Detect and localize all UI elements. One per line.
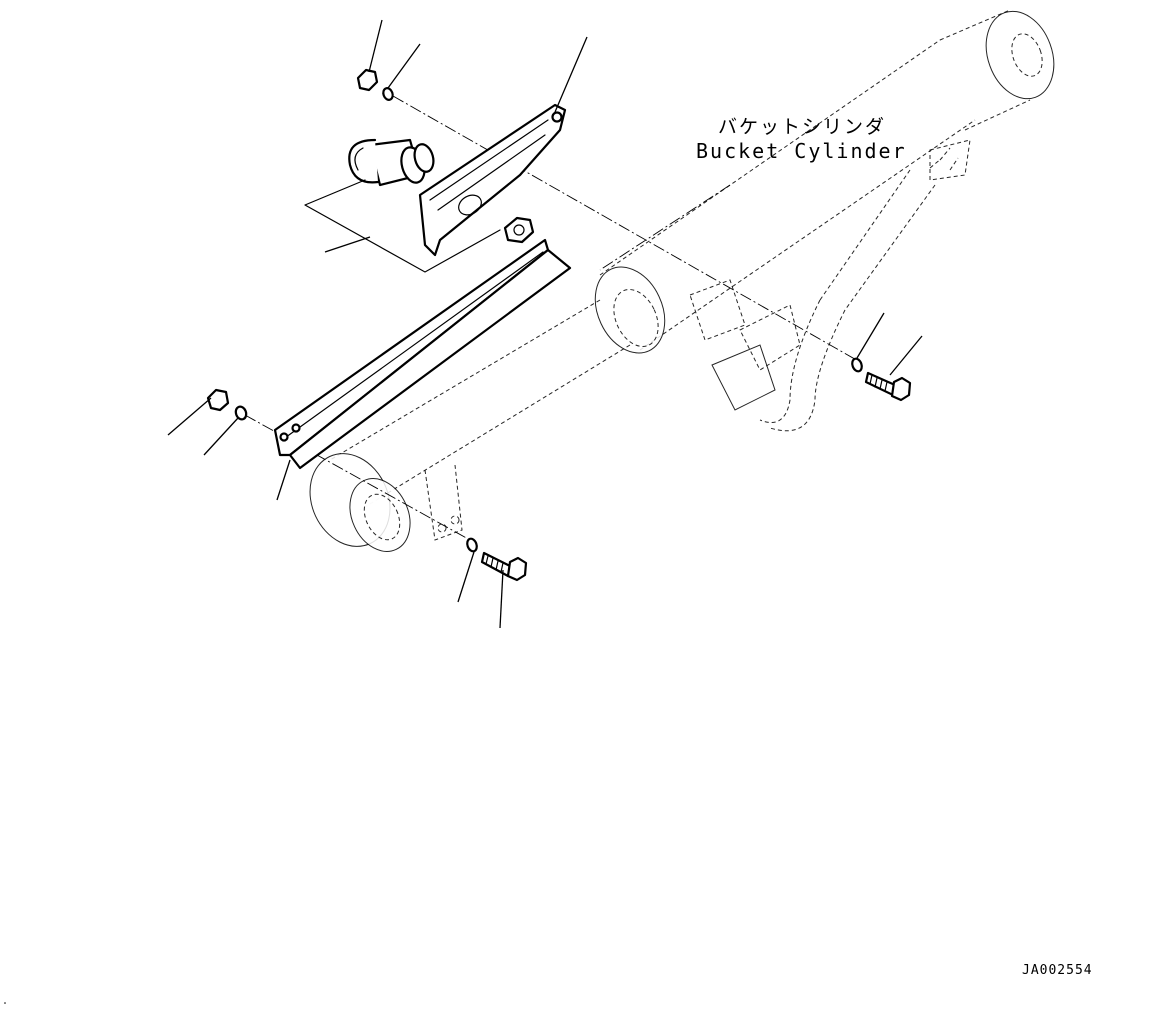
bolt-right xyxy=(864,371,912,402)
component-label-japanese: バケットシリンダ xyxy=(718,116,887,138)
nut-left xyxy=(206,388,230,412)
washer-top xyxy=(382,87,394,101)
component-label-english: Bucket Cylinder xyxy=(696,139,907,163)
drawing-number: JA002554 xyxy=(1022,963,1093,978)
label-leader-dashed xyxy=(599,184,731,271)
washer-left xyxy=(234,405,248,421)
angle-guard xyxy=(273,238,572,470)
switch-sub-assembly-frame xyxy=(304,179,501,273)
bucket-cylinder xyxy=(309,9,1055,552)
washer-right xyxy=(851,357,863,373)
assembly-axis-upper xyxy=(392,95,861,363)
nut-top xyxy=(356,68,379,92)
washer-lower xyxy=(466,537,478,553)
lock-nut xyxy=(503,216,535,244)
leader-lines xyxy=(167,19,923,629)
switch-bracket xyxy=(418,103,567,257)
proximity-switch xyxy=(348,138,435,187)
bolt-lower xyxy=(480,551,528,582)
